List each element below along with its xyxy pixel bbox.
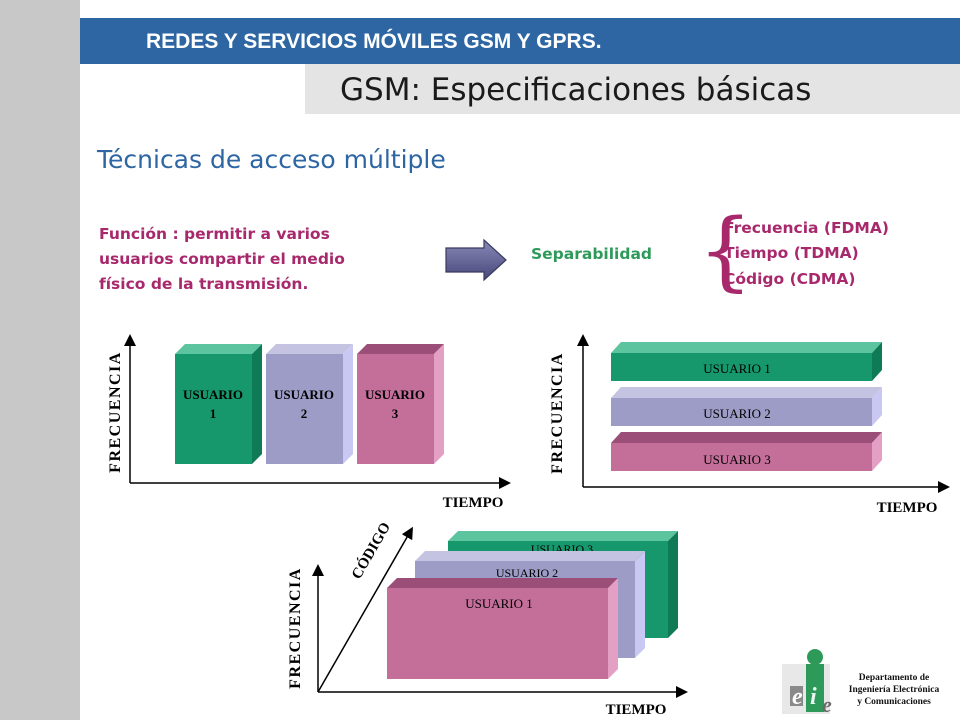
fdma-y-label: FRECUENCIA [107,351,124,473]
course-title: REDES Y SERVICIOS MÓVILES GSM Y GPRS. [146,30,602,53]
logo-letter-e1: e [792,684,803,710]
function-description: Función : permitir a varios usuarios com… [99,222,449,297]
separabilidad-label: Separabilidad [531,245,653,263]
tdma-x-label: TIEMPO [877,500,938,516]
function-line: físico de la transmisión. [99,275,309,293]
fdma-user1-line1: USUARIO [183,387,243,402]
title-box [305,64,960,114]
tdma-diagram: FRECUENCIA TIEMPO USUARIO 1 USUARIO 2 US… [549,334,950,516]
department-line: y Comunicaciones [857,697,931,707]
curly-brace-icon: { [698,201,753,301]
fdma-user3-line1: USUARIO [365,387,425,402]
function-line: usuarios compartir el medio [99,250,345,268]
department-logo: e i e [782,649,832,717]
function-line: Función : permitir a varios [99,225,330,243]
fdma-x-label: TIEMPO [443,495,504,511]
technique-cdma: Código (CDMA) [724,270,856,288]
cdma-x-label: TIEMPO [606,702,667,718]
tdma-user3-label: USUARIO 3 [703,452,771,467]
logo-letter-i: i [810,684,817,710]
cdma-y-label: FRECUENCIA [287,567,304,689]
header-bar [80,18,960,64]
left-side-strip [0,0,80,720]
technique-tdma: Tiempo (TDMA) [724,244,859,262]
department-line: Departamento de [858,673,930,683]
tdma-user2-label: USUARIO 2 [703,406,771,421]
cdma-user2-label: USUARIO 2 [496,566,558,580]
technique-fdma: Frecuencia (FDMA) [724,219,889,237]
fdma-user1-line2: 1 [210,406,217,421]
fdma-diagram: FRECUENCIA TIEMPO USUARIO 1 USUARIO 2 US… [107,334,511,511]
tdma-user1-label: USUARIO 1 [703,361,771,376]
slide-title: GSM: Especificaciones básicas [340,72,812,108]
right-arrow-icon [445,238,507,282]
department-name: Departamento de Ingeniería Electrónica y… [836,672,952,708]
fdma-user2-line1: USUARIO [274,387,334,402]
fdma-user3-line2: 3 [392,406,399,421]
department-line: Ingeniería Electrónica [848,685,940,695]
cdma-diagram: FRECUENCIA TIEMPO CÓDIGO USUARIO 3 USUAR… [287,519,688,718]
logo-letter-e2: e [822,692,832,717]
fdma-user2-line2: 2 [301,406,308,421]
tdma-y-label: FRECUENCIA [549,352,566,474]
section-subtitle: Técnicas de acceso múltiple [97,145,446,174]
cdma-user1-label: USUARIO 1 [465,596,533,611]
